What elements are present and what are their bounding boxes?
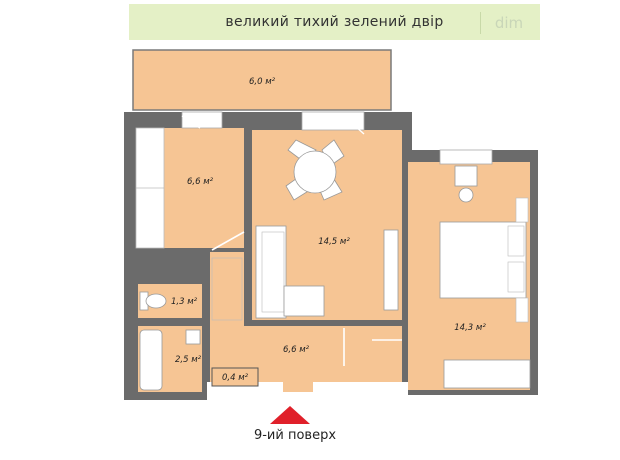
sink (185, 329, 201, 345)
closet (211, 367, 259, 387)
wardrobe (443, 359, 531, 389)
balcony-door-leaf (181, 115, 201, 129)
hallway-bench (211, 257, 243, 321)
bed (439, 197, 529, 323)
kitchen-door-leaf (211, 231, 245, 251)
living-door-leaf (343, 115, 365, 135)
site-logo: dim (480, 12, 537, 34)
hallway-area-label: 6,6 м² (283, 345, 310, 355)
floor-label: 9-ий поверх (253, 428, 337, 443)
toilet-bowl (139, 291, 167, 311)
balcony (132, 49, 392, 111)
living-window (301, 111, 365, 131)
bedroom-window (439, 149, 493, 165)
entrance-marker-icon (270, 406, 310, 424)
bedroom-area-label: 14,3 м² (454, 323, 486, 333)
sofa (255, 225, 325, 319)
living-room-area-label: 14,5 м² (318, 237, 350, 247)
closet-area-label: 0,4 м² (222, 373, 249, 383)
kitchen-window (181, 111, 223, 129)
bathroom-area-label: 2,5 м² (175, 355, 202, 365)
dining-table (285, 139, 345, 201)
kitchen-area-label: 6,6 м² (187, 177, 214, 187)
toilet-area-label: 1,3 м² (171, 297, 198, 307)
bedroom-chair (454, 165, 478, 203)
logo-text: dim (494, 14, 524, 32)
header-banner: великий тихий зелений двір (129, 4, 540, 40)
hallway (210, 252, 402, 392)
living-tv-stand (383, 229, 399, 311)
balcony-area-label: 6,0 м² (249, 77, 276, 87)
header-title: великий тихий зелений двір (225, 14, 444, 30)
bathtub (139, 329, 163, 391)
